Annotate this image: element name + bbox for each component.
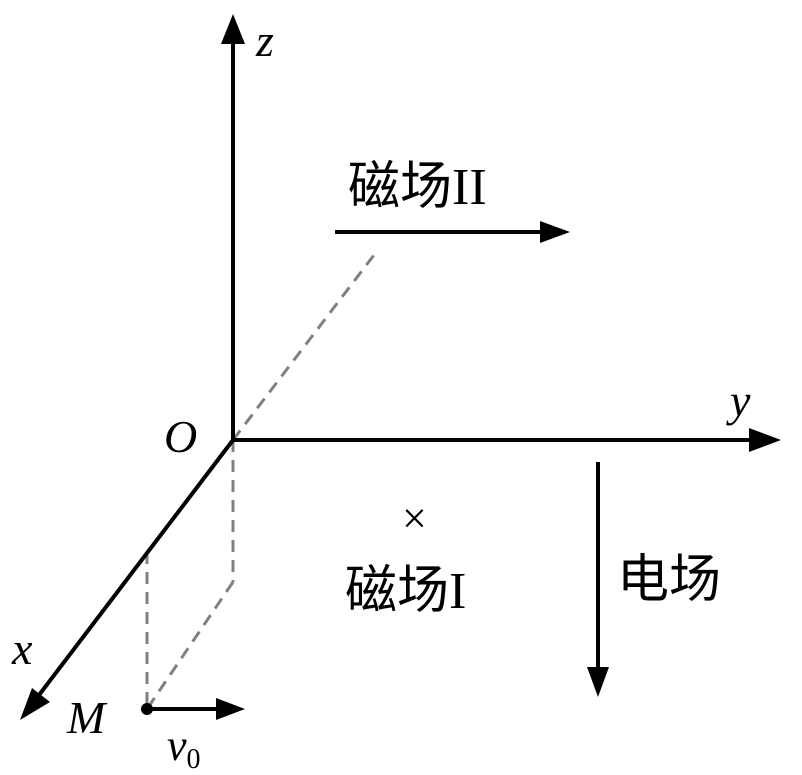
- x-axis-label: x: [11, 623, 33, 674]
- point-m-label: M: [66, 692, 108, 743]
- magnetic-field-2-label: 磁场II: [348, 159, 487, 216]
- x-axis: [20, 438, 235, 720]
- x-axis-line: [34, 438, 235, 701]
- dashed-guides: [145, 254, 376, 710]
- velocity-label: v0: [167, 721, 201, 775]
- velocity-arrowhead: [216, 698, 245, 720]
- point-m-dot: [141, 703, 153, 715]
- dashed-line-down-to-m: [145, 581, 235, 710]
- x-axis-arrowhead: [20, 688, 50, 720]
- velocity-subscript: 0: [187, 744, 201, 775]
- magnetic-field-2-arrow: [335, 221, 570, 243]
- electric-field-arrow: [587, 462, 609, 697]
- point-m-group: [141, 698, 245, 720]
- y-axis-arrowhead: [749, 428, 781, 452]
- velocity-symbol: v: [167, 721, 187, 770]
- magnetic-field-1-label: 磁场I: [345, 563, 466, 620]
- z-axis-label: z: [255, 15, 274, 66]
- y-axis-label: y: [726, 375, 751, 426]
- dashed-line-origin-to-field-2: [231, 254, 376, 441]
- magnetic-field-2-arrowhead: [540, 221, 570, 243]
- z-axis-arrowhead: [221, 14, 245, 44]
- electric-field-arrowhead: [587, 667, 609, 697]
- electric-field-label: 电场: [617, 552, 721, 609]
- y-axis: [233, 428, 781, 452]
- z-axis: [221, 14, 245, 440]
- origin-label: O: [164, 411, 197, 462]
- magnetic-field-1-symbol: ×: [402, 494, 427, 543]
